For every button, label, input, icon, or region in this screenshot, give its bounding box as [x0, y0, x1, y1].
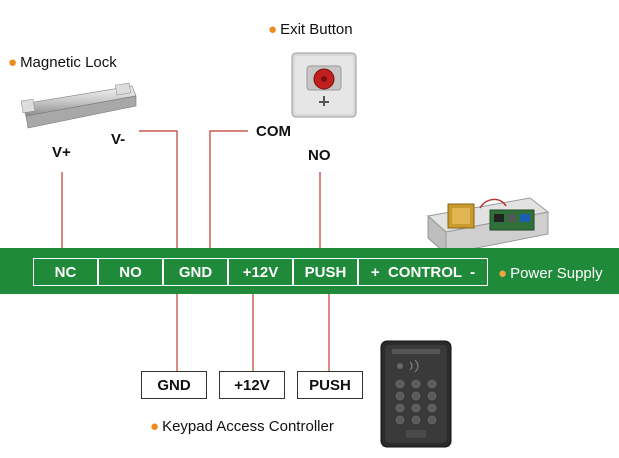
exit-button-label: ●Exit Button [268, 21, 353, 38]
power-supply-label: ●Power Supply [498, 265, 603, 282]
wire-vminus-gnd [139, 130, 178, 258]
terminal-control: + CONTROL - [358, 258, 488, 286]
terminal-12v: +12V [228, 258, 293, 286]
exit-button-icon [291, 52, 357, 118]
keypad-terminal-push: PUSH [297, 371, 363, 399]
keypad-terminal-12v: +12V [219, 371, 285, 399]
bullet-icon: ● [150, 418, 160, 435]
terminal-gnd: GND [163, 258, 228, 286]
terminal-no: NO [98, 258, 163, 286]
control-terminal-strip [0, 248, 619, 294]
no-label: NO [308, 147, 331, 164]
keypad-terminal-gnd: GND [141, 371, 207, 399]
terminal-nc: NC [33, 258, 98, 286]
bullet-icon: ● [498, 265, 508, 282]
keypad-icon [380, 340, 452, 448]
magnetic-lock-label: ●Magnetic Lock [8, 54, 117, 71]
keypad-controller-label: ●Keypad Access Controller [150, 418, 334, 435]
com-label: COM [256, 123, 291, 140]
wire-com-gnd [209, 130, 248, 258]
magnetic-lock-icon [20, 82, 137, 129]
power-supply-icon [426, 197, 550, 256]
vminus-label: V- [111, 131, 126, 148]
vplus-label: V+ [52, 144, 71, 161]
terminal-push: PUSH [293, 258, 358, 286]
bullet-icon: ● [8, 54, 18, 71]
bullet-icon: ● [268, 21, 278, 38]
